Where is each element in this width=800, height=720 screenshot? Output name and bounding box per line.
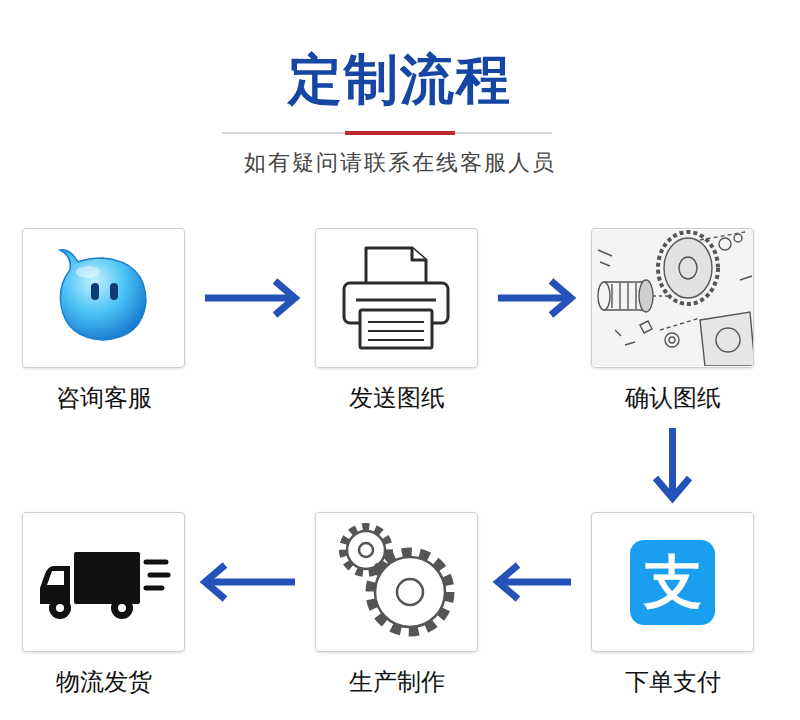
step-frame	[315, 228, 478, 368]
flow-arrow	[205, 281, 295, 315]
flow-arrow	[205, 565, 295, 599]
pay-icon-glyph: 支	[630, 540, 715, 625]
step-label: 咨询客服	[22, 382, 185, 414]
step-frame	[591, 228, 754, 368]
flow-arrow	[498, 565, 571, 599]
step-frame	[22, 228, 185, 368]
exploded-drawing	[592, 230, 753, 366]
chat-icon	[60, 250, 146, 340]
diagram-title: 定制流程	[0, 44, 800, 117]
step-label: 生产制作	[315, 666, 478, 698]
process-step: 物流发货	[22, 512, 185, 698]
step-frame	[22, 512, 185, 652]
process-step: 生产制作	[315, 512, 478, 698]
step-label: 确认图纸	[591, 382, 754, 414]
flow-arrow	[656, 428, 690, 498]
step-label: 下单支付	[591, 666, 754, 698]
printer-icon	[344, 248, 448, 348]
gears-icon	[343, 527, 450, 632]
step-frame	[315, 512, 478, 652]
process-step: 咨询客服	[22, 228, 185, 414]
process-step: 确认图纸	[591, 228, 754, 414]
step-label: 发送图纸	[315, 382, 478, 414]
title-rule	[222, 132, 552, 134]
title-accent	[345, 131, 455, 135]
process-step: 发送图纸	[315, 228, 478, 414]
process-step: 下单支付	[591, 512, 754, 698]
truck-icon	[40, 552, 168, 619]
subtitle-note: 如有疑问请联系在线客服人员	[0, 148, 800, 178]
pay-icon	[630, 540, 715, 625]
step-label: 物流发货	[22, 666, 185, 698]
step-frame	[591, 512, 754, 652]
flow-arrow	[498, 281, 571, 315]
